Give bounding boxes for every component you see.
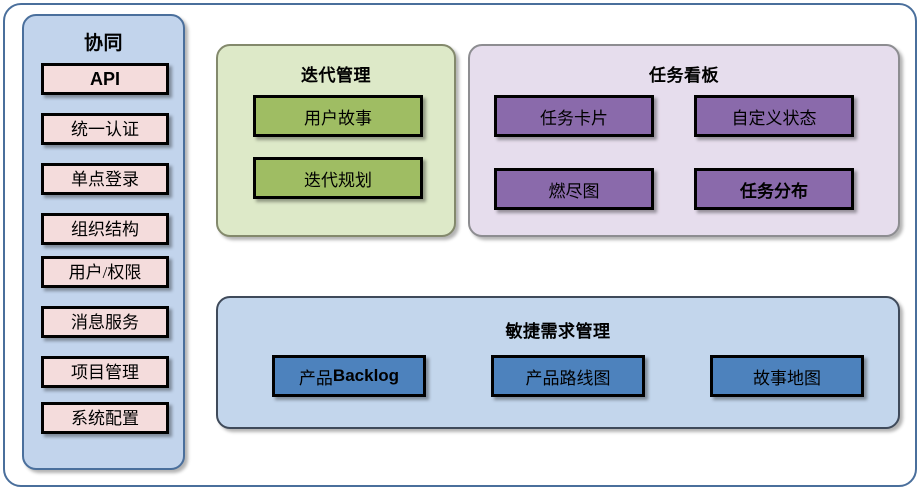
agile-item-story-map[interactable]: 故事地图 bbox=[710, 355, 864, 397]
sidebar-item-org-structure[interactable]: 组织结构 bbox=[41, 213, 169, 245]
sidebar-item-sso[interactable]: 单点登录 bbox=[41, 163, 169, 195]
iteration-item-user-story[interactable]: 用户故事 bbox=[253, 95, 423, 137]
iteration-management-panel: 迭代管理 用户故事 迭代规划 bbox=[216, 44, 456, 237]
taskboard-item-task-distribution[interactable]: 任务分布 bbox=[694, 168, 854, 210]
sidebar-item-api[interactable]: API bbox=[41, 63, 169, 95]
taskboard-item-task-card[interactable]: 任务卡片 bbox=[494, 95, 654, 137]
iteration-management-title: 迭代管理 bbox=[301, 66, 371, 85]
outer-frame-border bbox=[3, 3, 917, 487]
task-board-title: 任务看板 bbox=[649, 66, 719, 85]
taskboard-item-custom-status[interactable]: 自定义状态 bbox=[694, 95, 854, 137]
sidebar-item-user-perms[interactable]: 用户/权限 bbox=[41, 256, 169, 288]
sidebar-item-unified-auth[interactable]: 统一认证 bbox=[41, 113, 169, 145]
task-board-panel: 任务看板 任务卡片 自定义状态 燃尽图 任务分布 bbox=[468, 44, 900, 237]
taskboard-item-burndown[interactable]: 燃尽图 bbox=[494, 168, 654, 210]
agile-item-product-backlog-latin: Backlog bbox=[332, 366, 400, 385]
agile-item-product-backlog-prefix: 产品 bbox=[298, 368, 333, 388]
sidebar-item-message-svc[interactable]: 消息服务 bbox=[41, 306, 169, 338]
agile-requirements-title: 敏捷需求管理 bbox=[505, 322, 611, 341]
collaboration-panel-title: 协同 bbox=[83, 33, 123, 54]
agile-item-product-roadmap[interactable]: 产品路线图 bbox=[491, 355, 645, 397]
sidebar-item-sys-config[interactable]: 系统配置 bbox=[41, 402, 169, 434]
collaboration-panel: 协同 API 统一认证 单点登录 组织结构 用户/权限 消息服务 项目管理 系统… bbox=[22, 14, 185, 470]
iteration-item-sprint-planning[interactable]: 迭代规划 bbox=[253, 157, 423, 199]
sidebar-item-project-mgmt[interactable]: 项目管理 bbox=[41, 356, 169, 388]
